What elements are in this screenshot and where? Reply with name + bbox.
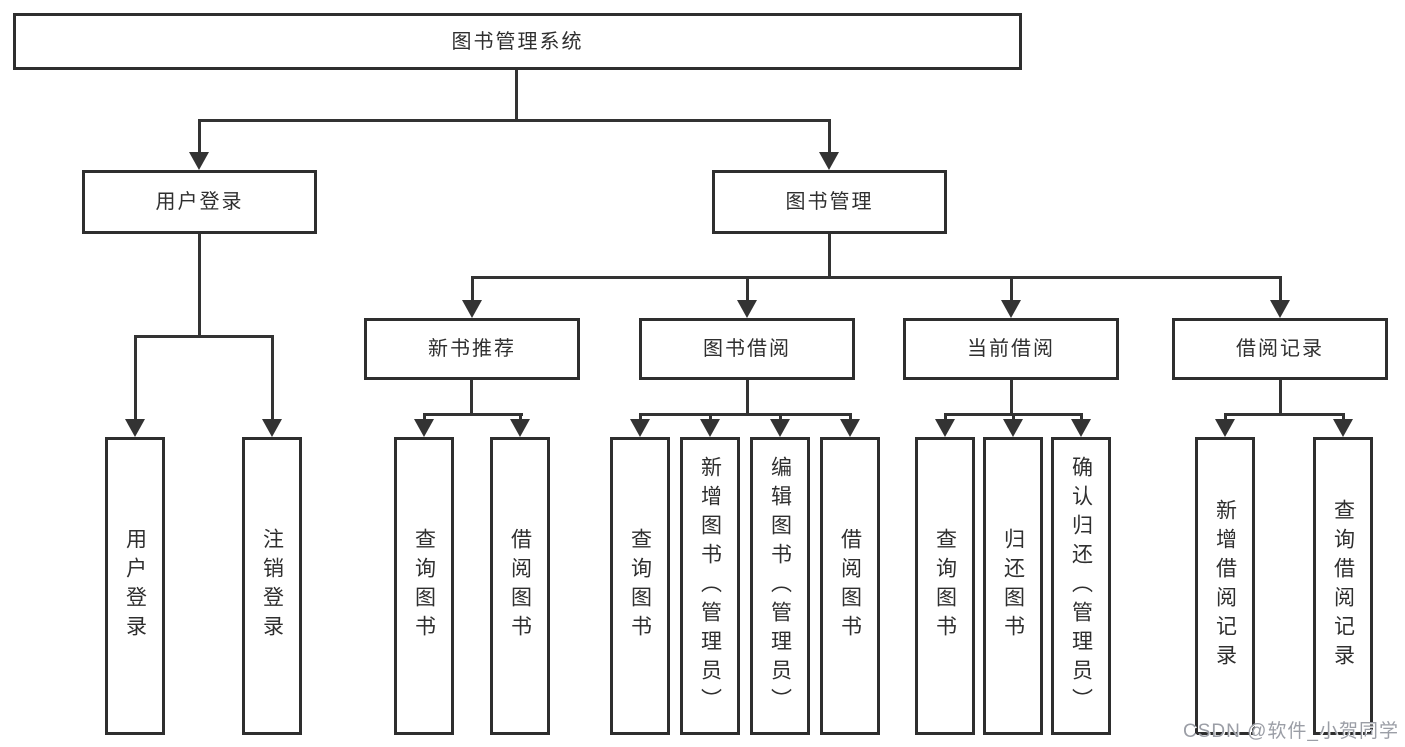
node-label: 图书管理: [785, 191, 874, 213]
connector-line: [746, 277, 749, 302]
node-label: 用户登录: [155, 191, 244, 213]
arrow-down-icon: [737, 300, 757, 318]
connector-line: [1012, 414, 1015, 421]
connector-line: [271, 336, 274, 421]
connector-line: [746, 380, 749, 416]
connector-line: [423, 414, 426, 421]
connector-line: [944, 414, 947, 421]
leaf-query-books-recommend: 查询图书: [394, 437, 454, 735]
node-label: 图书借阅: [703, 338, 791, 360]
leaf-label: 确认归还（管理员）: [1069, 455, 1093, 717]
arrow-down-icon: [819, 152, 839, 170]
node-book-borrowing: 图书借阅: [639, 318, 855, 380]
connector-line: [470, 380, 473, 416]
arrow-down-icon: [1003, 419, 1023, 437]
leaf-add-book-admin: 新增图书（管理员）: [680, 437, 740, 735]
connector-line: [639, 413, 852, 416]
arrow-down-icon: [1001, 300, 1021, 318]
leaf-label: 新增借阅记录: [1213, 499, 1237, 673]
leaf-edit-book-admin: 编辑图书（管理员）: [750, 437, 810, 735]
leaf-confirm-return-admin: 确认归还（管理员）: [1051, 437, 1111, 735]
connector-line: [1224, 413, 1345, 416]
leaf-label: 借阅图书: [838, 528, 862, 644]
connector-line: [515, 70, 518, 120]
arrow-down-icon: [1215, 419, 1235, 437]
connector-line: [849, 414, 852, 421]
connector-line: [198, 119, 831, 122]
node-user-login: 用户登录: [82, 170, 317, 234]
arrow-down-icon: [1333, 419, 1353, 437]
connector-line: [471, 276, 1282, 279]
arrow-down-icon: [510, 419, 530, 437]
connector-line: [1080, 414, 1083, 421]
connector-line: [639, 414, 642, 421]
leaf-add-borrow-record: 新增借阅记录: [1195, 437, 1255, 735]
node-label: 借阅记录: [1236, 338, 1324, 360]
connector-line: [134, 335, 274, 338]
node-book-management: 图书管理: [712, 170, 947, 234]
arrow-down-icon: [935, 419, 955, 437]
arrow-down-icon: [189, 152, 209, 170]
connector-line: [198, 234, 201, 336]
leaf-user-login: 用户登录: [105, 437, 165, 735]
arrow-down-icon: [262, 419, 282, 437]
arrow-down-icon: [1071, 419, 1091, 437]
arrow-down-icon: [1270, 300, 1290, 318]
connector-line: [198, 120, 201, 154]
arrow-down-icon: [125, 419, 145, 437]
csdn-watermark: CSDN @软件_小贺同学: [1183, 721, 1399, 742]
connector-line: [828, 234, 831, 278]
leaf-return-book: 归还图书: [983, 437, 1043, 735]
connector-line: [423, 413, 523, 416]
leaf-borrow-books-recommend: 借阅图书: [490, 437, 550, 735]
node-library-management-system: 图书管理系统: [13, 13, 1022, 70]
leaf-label: 查询借阅记录: [1331, 499, 1355, 673]
connector-line: [1342, 414, 1345, 421]
arrow-down-icon: [840, 419, 860, 437]
leaf-query-books-current: 查询图书: [915, 437, 975, 735]
node-new-book-recommendation: 新书推荐: [364, 318, 580, 380]
leaf-query-borrow-record: 查询借阅记录: [1313, 437, 1373, 735]
connector-line: [1010, 277, 1013, 302]
arrow-down-icon: [414, 419, 434, 437]
leaf-label: 注销登录: [260, 528, 284, 644]
leaf-label: 借阅图书: [508, 528, 532, 644]
connector-line: [1279, 380, 1282, 416]
leaf-label: 查询图书: [628, 528, 652, 644]
leaf-borrow-books-borrowing: 借阅图书: [820, 437, 880, 735]
node-label: 新书推荐: [428, 338, 516, 360]
connector-line: [779, 414, 782, 421]
connector-line: [519, 414, 522, 421]
leaf-label: 查询图书: [412, 528, 436, 644]
node-borrowing-records: 借阅记录: [1172, 318, 1388, 380]
arrow-down-icon: [630, 419, 650, 437]
leaf-label: 编辑图书（管理员）: [768, 455, 792, 717]
connector-line: [1010, 380, 1013, 416]
node-label: 当前借阅: [967, 338, 1055, 360]
leaf-label: 归还图书: [1001, 528, 1025, 644]
connector-line: [134, 336, 137, 421]
connector-line: [1224, 414, 1227, 421]
connector-line: [828, 120, 831, 154]
leaf-label: 查询图书: [933, 528, 957, 644]
arrow-down-icon: [700, 419, 720, 437]
leaf-label: 用户登录: [123, 528, 147, 644]
arrow-down-icon: [770, 419, 790, 437]
connector-line: [709, 414, 712, 421]
node-label: 图书管理系统: [451, 30, 584, 53]
arrow-down-icon: [462, 300, 482, 318]
connector-line: [471, 277, 474, 302]
node-current-borrowing: 当前借阅: [903, 318, 1119, 380]
leaf-label: 新增图书（管理员）: [698, 455, 722, 717]
connector-line: [1279, 277, 1282, 302]
leaf-query-books-borrowing: 查询图书: [610, 437, 670, 735]
leaf-logout: 注销登录: [242, 437, 302, 735]
